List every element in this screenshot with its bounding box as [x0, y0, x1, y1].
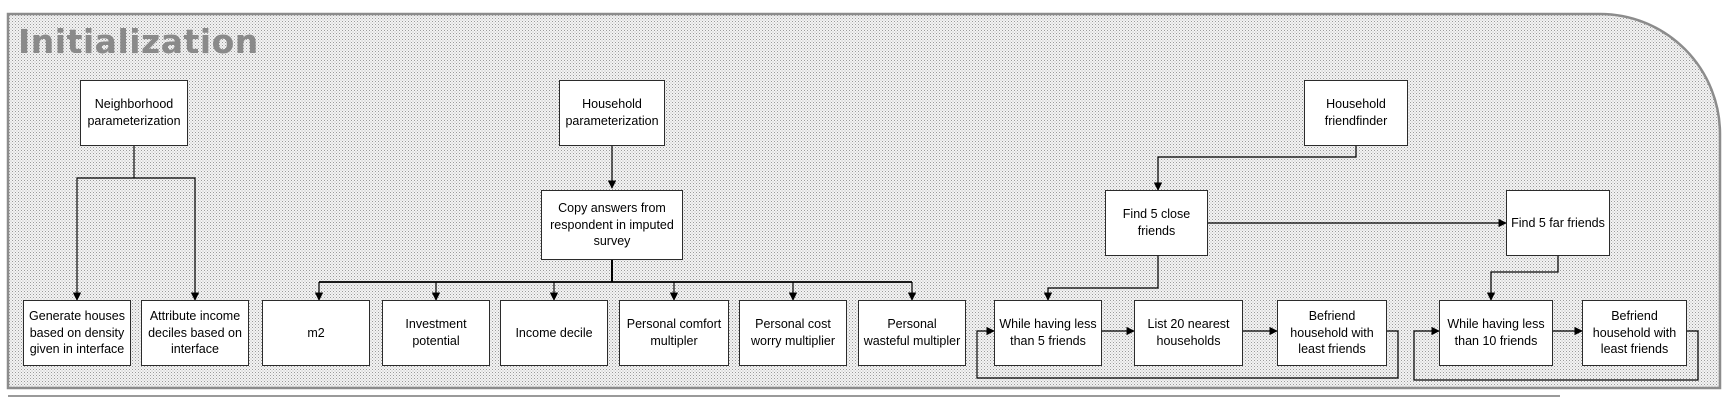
find-far-friends-box: Find 5 far friends: [1506, 190, 1610, 256]
connector-household: [314, 146, 917, 301]
befriend-least-friends-label-1: Befriend household with least friends: [1290, 308, 1374, 357]
connector-neighborhood: [72, 146, 200, 301]
while-less-than-10-box: While having less than 10 friends: [1439, 300, 1553, 366]
personal-wasteful-multipler-box: Personal wasteful multipler: [858, 300, 966, 366]
investment-potential-label: Investment potential: [405, 317, 467, 348]
m2-label: m2: [307, 325, 325, 340]
personal-wasteful-multipler-label: Personal wasteful multipler: [863, 317, 961, 348]
generate-houses-label: Generate houses based on density given i…: [29, 308, 125, 357]
find-far-friends-label: Find 5 far friends: [1511, 215, 1605, 230]
neighborhood-parameterization-box: Neighborhood parameterization: [80, 80, 188, 146]
befriend-least-friends-box-2: Befriend household with least friends: [1582, 300, 1687, 366]
list-20-nearest-label: List 20 nearest households: [1147, 317, 1230, 348]
income-decile-label: Income decile: [515, 325, 593, 340]
attribute-income-deciles-box: Attribute income deciles based on interf…: [141, 300, 249, 366]
investment-potential-box: Investment potential: [382, 300, 490, 366]
attribute-income-deciles-label: Attribute income deciles based on interf…: [148, 308, 242, 357]
section-title: Initialization: [18, 22, 259, 61]
find-close-friends-label: Find 5 close friends: [1122, 207, 1191, 238]
personal-cost-worry-multiplier-box: Personal cost worry multiplier: [739, 300, 847, 366]
household-parameterization-box: Household parameterization: [559, 80, 665, 146]
while-less-than-10-label: While having less than 10 friends: [1447, 317, 1545, 348]
personal-cost-worry-multiplier-label: Personal cost worry multiplier: [750, 317, 836, 348]
generate-houses-box: Generate houses based on density given i…: [23, 300, 131, 366]
while-less-than-5-box: While having less than 5 friends: [994, 300, 1102, 366]
personal-comfort-multipler-label: Personal comfort multipler: [626, 317, 722, 348]
while-less-than-5-label: While having less than 5 friends: [999, 317, 1097, 348]
household-friendfinder-label: Household friendfinder: [1324, 97, 1388, 128]
neighborhood-parameterization-label: Neighborhood parameterization: [87, 97, 181, 128]
befriend-least-friends-box-1: Befriend household with least friends: [1277, 300, 1387, 366]
befriend-least-friends-label-2: Befriend household with least friends: [1592, 308, 1677, 357]
copy-answers-label: Copy answers from respondent in imputed …: [550, 200, 674, 249]
m2-box: m2: [262, 300, 370, 366]
income-decile-box: Income decile: [500, 300, 608, 366]
household-parameterization-label: Household parameterization: [565, 97, 659, 128]
personal-comfort-multipler-box: Personal comfort multipler: [619, 300, 729, 366]
find-close-friends-box: Find 5 close friends: [1105, 190, 1208, 256]
list-20-nearest-box: List 20 nearest households: [1134, 300, 1243, 366]
copy-answers-box: Copy answers from respondent in imputed …: [541, 190, 683, 260]
connector-friendfinder: [976, 146, 1699, 381]
household-friendfinder-box: Household friendfinder: [1304, 80, 1408, 146]
